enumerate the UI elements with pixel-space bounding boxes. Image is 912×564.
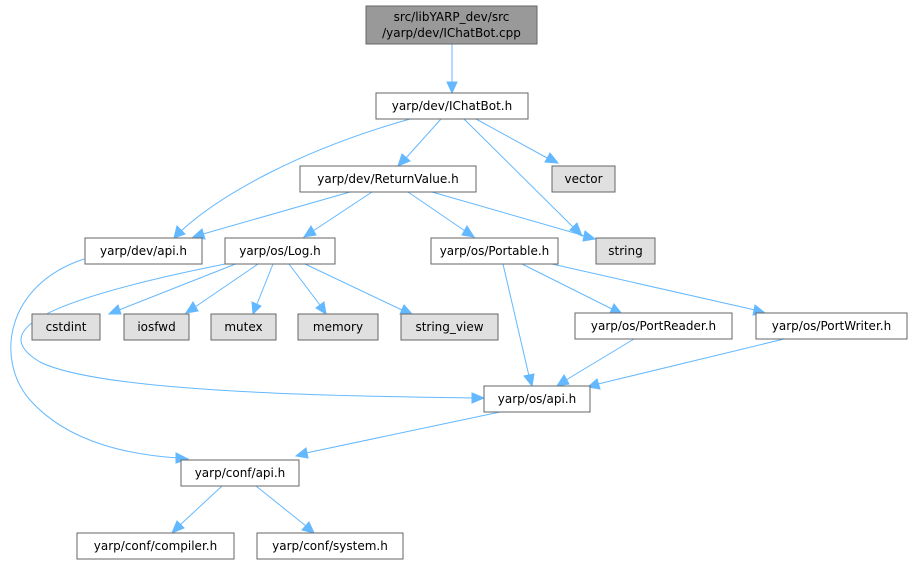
node-system-box — [256, 532, 404, 560]
edge-ichatbot-to-dev-api — [173, 118, 411, 239]
node-cstdint-system[interactable]: cstdint — [31, 313, 101, 341]
edge-os-api-to-conf-api — [294, 411, 501, 459]
node-log-label: yarp/os/Log.h — [239, 244, 321, 258]
edge-returnvalue-to-string — [431, 191, 597, 242]
node-root-box — [365, 5, 538, 45]
edge-portable-to-portreader — [521, 263, 624, 315]
edge-portreader-to-os-api — [555, 338, 635, 387]
node-portreader-header[interactable]: yarp/os/PortReader.h — [574, 312, 733, 340]
node-vector-system[interactable]: vector — [551, 165, 616, 193]
node-dev-api-label: yarp/dev/api.h — [100, 244, 187, 258]
node-compiler-header[interactable]: yarp/conf/compiler.h — [76, 532, 235, 560]
node-log-header[interactable]: yarp/os/Log.h — [224, 237, 336, 265]
node-os-api-header[interactable]: yarp/os/api.h — [483, 385, 591, 413]
node-returnvalue-box — [299, 165, 477, 193]
edge-log-to-cstdint — [107, 262, 239, 315]
node-root-label-line1: src/libYARP_dev/src — [394, 10, 510, 24]
node-portwriter-label: yarp/os/PortWriter.h — [772, 319, 891, 333]
node-iosfwd-label: iosfwd — [137, 320, 175, 334]
node-string-view-box — [400, 313, 499, 341]
node-string-box — [595, 237, 656, 265]
edge-dev-api-to-conf-api — [10, 258, 190, 464]
edge-ichatbot-to-vector — [475, 118, 560, 164]
edge-returnvalue-to-dev-api — [191, 191, 351, 240]
node-iosfwd-box — [123, 313, 190, 341]
edge-conf-api-to-compiler — [171, 485, 223, 534]
node-portable-box — [430, 237, 559, 265]
node-mutex-label: mutex — [224, 320, 262, 334]
node-memory-label: memory — [313, 320, 363, 334]
node-ichatbot-label: yarp/dev/IChatBot.h — [392, 99, 512, 113]
node-dev-api-header[interactable]: yarp/dev/api.h — [84, 237, 203, 265]
include-edges — [10, 44, 785, 534]
edge-portable-to-os-api — [502, 263, 535, 388]
node-os-api-label: yarp/os/api.h — [498, 392, 576, 406]
node-portwriter-box — [755, 312, 908, 340]
node-conf-api-header[interactable]: yarp/conf/api.h — [180, 459, 300, 487]
node-root-file[interactable]: src/libYARP_dev/src /yarp/dev/IChatBot.c… — [365, 5, 538, 45]
edge-returnvalue-to-log — [302, 191, 373, 238]
node-system-header[interactable]: yarp/conf/system.h — [256, 532, 404, 560]
node-string-view-system[interactable]: string_view — [400, 313, 499, 341]
node-mutex-box — [210, 313, 277, 341]
node-root-label-line2: /yarp/dev/IChatBot.cpp — [382, 26, 521, 40]
node-os-api-box — [483, 385, 591, 413]
node-returnvalue-header[interactable]: yarp/dev/ReturnValue.h — [299, 165, 477, 193]
node-string-label: string — [608, 244, 642, 258]
include-nodes: src/libYARP_dev/src /yarp/dev/IChatBot.c… — [31, 5, 908, 560]
node-portable-header[interactable]: yarp/os/Portable.h — [430, 237, 559, 265]
edge-log-to-iosfwd — [184, 263, 259, 314]
node-portreader-label: yarp/os/PortReader.h — [591, 319, 716, 333]
node-system-label: yarp/conf/system.h — [272, 539, 388, 553]
edge-conf-api-to-system — [255, 485, 315, 534]
node-vector-box — [551, 165, 616, 193]
edge-root-to-ichatbot — [446, 44, 458, 95]
node-portreader-box — [574, 312, 733, 340]
edge-portwriter-to-os-api — [586, 338, 785, 390]
node-ichatbot-header[interactable]: yarp/dev/IChatBot.h — [375, 92, 529, 120]
node-vector-label: vector — [564, 172, 602, 186]
node-conf-api-box — [180, 459, 300, 487]
node-portwriter-header[interactable]: yarp/os/PortWriter.h — [755, 312, 908, 340]
node-cstdint-box — [31, 313, 101, 341]
node-dev-api-box — [84, 237, 203, 265]
node-cstdint-label: cstdint — [46, 320, 87, 334]
node-string-view-label: string_view — [415, 320, 483, 334]
node-conf-api-label: yarp/conf/api.h — [195, 466, 286, 480]
edge-log-to-os-api — [20, 263, 486, 404]
edge-portable-to-portwriter — [551, 263, 767, 316]
node-returnvalue-label: yarp/dev/ReturnValue.h — [317, 172, 458, 186]
edge-returnvalue-to-portable — [407, 191, 476, 238]
node-string-system[interactable]: string — [595, 237, 656, 265]
node-iosfwd-system[interactable]: iosfwd — [123, 313, 190, 341]
node-compiler-label: yarp/conf/compiler.h — [94, 539, 217, 553]
edge-ichatbot-to-returnvalue — [397, 118, 442, 167]
node-log-box — [224, 237, 336, 265]
node-memory-box — [297, 313, 379, 341]
edge-log-to-memory — [288, 263, 327, 315]
node-mutex-system[interactable]: mutex — [210, 313, 277, 341]
node-memory-system[interactable]: memory — [297, 313, 379, 341]
node-compiler-box — [76, 532, 235, 560]
edge-log-to-mutex — [251, 263, 274, 316]
node-portable-label: yarp/os/Portable.h — [440, 244, 550, 258]
node-ichatbot-box — [375, 92, 529, 120]
edge-log-to-string-view — [304, 263, 414, 315]
